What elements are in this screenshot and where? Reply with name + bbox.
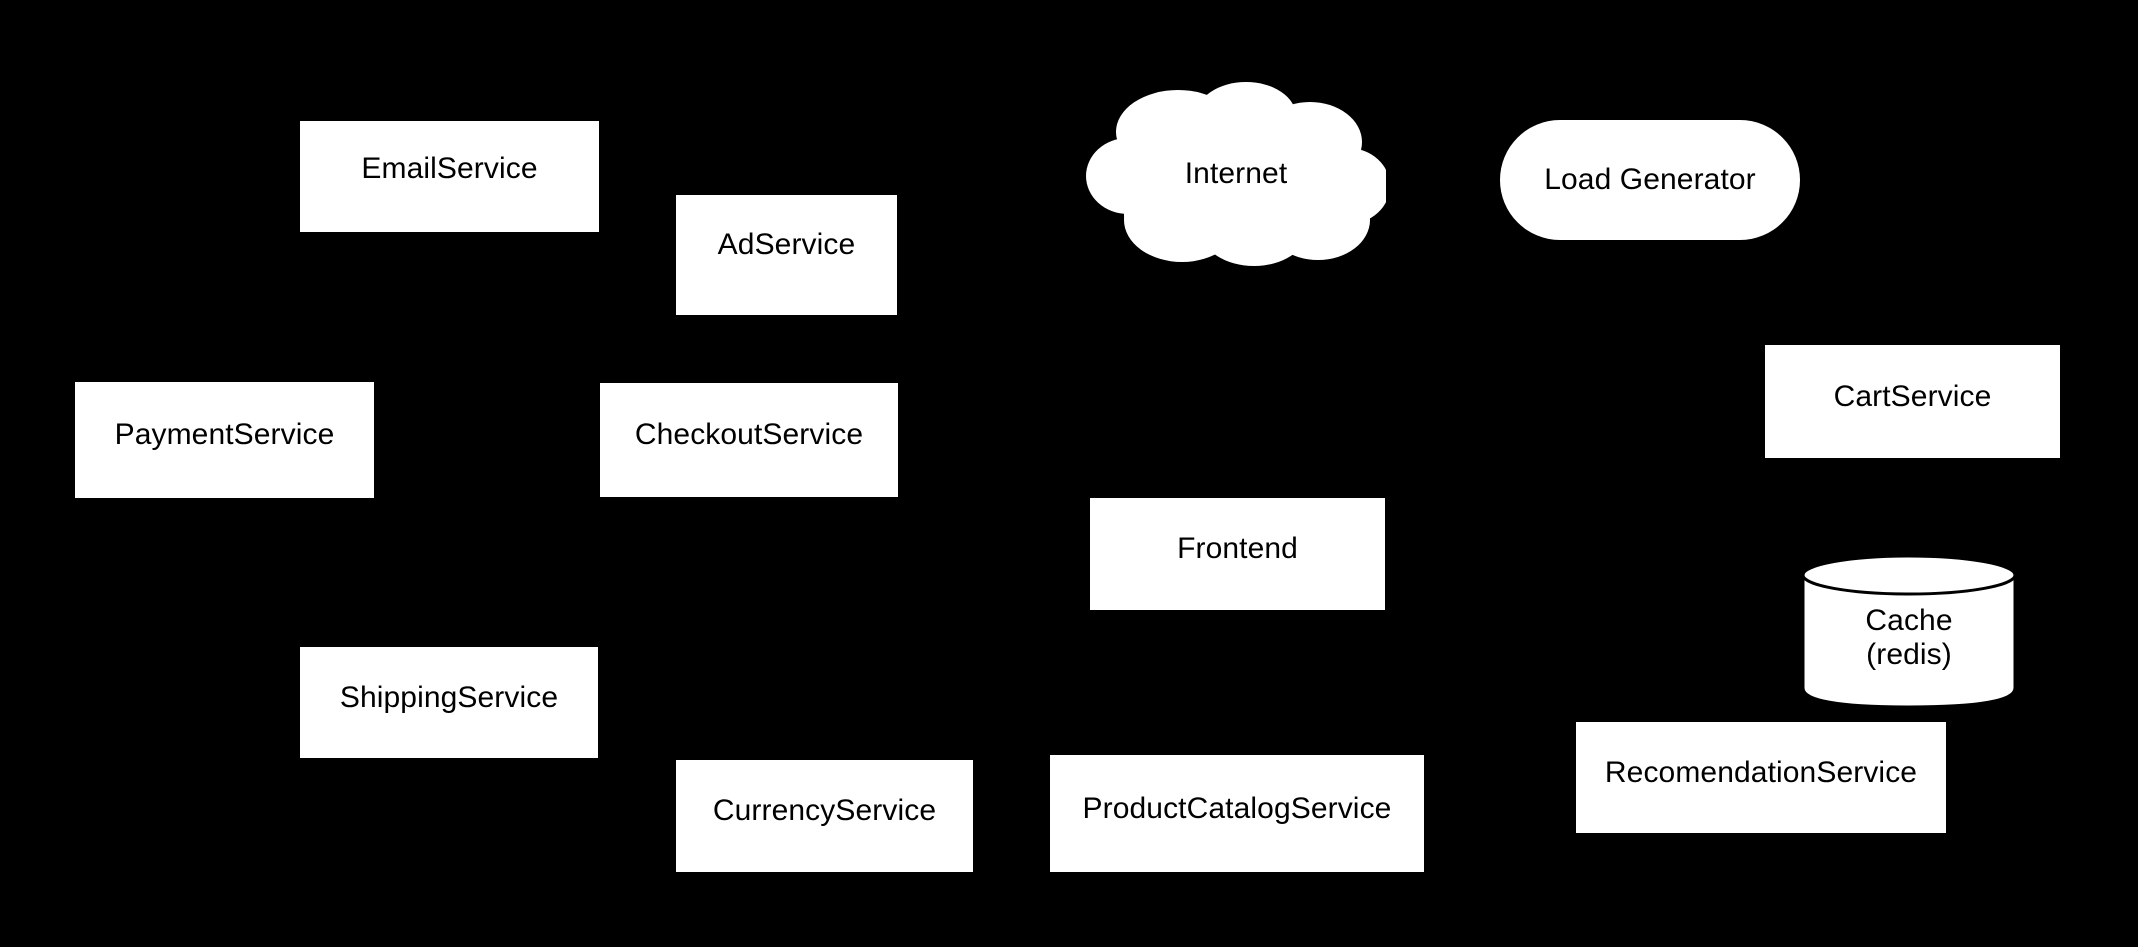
node-label-product-catalog-service: ProductCatalogService — [1082, 791, 1392, 825]
node-currency-service[interactable]: CurrencyService — [676, 760, 973, 872]
node-cache-redis[interactable]: Cache (redis) — [1800, 553, 2018, 710]
node-label-cart-service: CartService — [1833, 379, 1992, 413]
node-label-recomendation-service: RecomendationService — [1604, 755, 1918, 789]
node-label-load-generator: Load Generator — [1544, 163, 1756, 197]
node-label-frontend: Frontend — [1177, 532, 1298, 566]
node-label-shipping-service: ShippingService — [339, 680, 559, 714]
node-product-catalog-service[interactable]: ProductCatalogService — [1050, 755, 1424, 872]
node-internet[interactable]: Internet — [1086, 80, 1386, 268]
node-email-service[interactable]: EmailService — [300, 121, 599, 232]
node-load-generator[interactable]: Load Generator — [1500, 120, 1800, 240]
node-label-checkout-service: CheckoutService — [634, 418, 864, 452]
node-shipping-service[interactable]: ShippingService — [300, 647, 598, 758]
node-frontend[interactable]: Frontend — [1090, 498, 1385, 610]
node-cart-service[interactable]: CartService — [1765, 345, 2060, 458]
node-ad-service[interactable]: AdService — [676, 195, 897, 315]
node-label-ad-service: AdService — [717, 228, 856, 262]
node-label-email-service: EmailService — [361, 151, 538, 185]
node-label-payment-service: PaymentService — [114, 418, 335, 452]
node-payment-service[interactable]: PaymentService — [75, 382, 374, 498]
node-checkout-service[interactable]: CheckoutService — [600, 383, 898, 497]
node-recomendation-service[interactable]: RecomendationService — [1576, 722, 1946, 833]
node-label-currency-service: CurrencyService — [712, 794, 937, 828]
